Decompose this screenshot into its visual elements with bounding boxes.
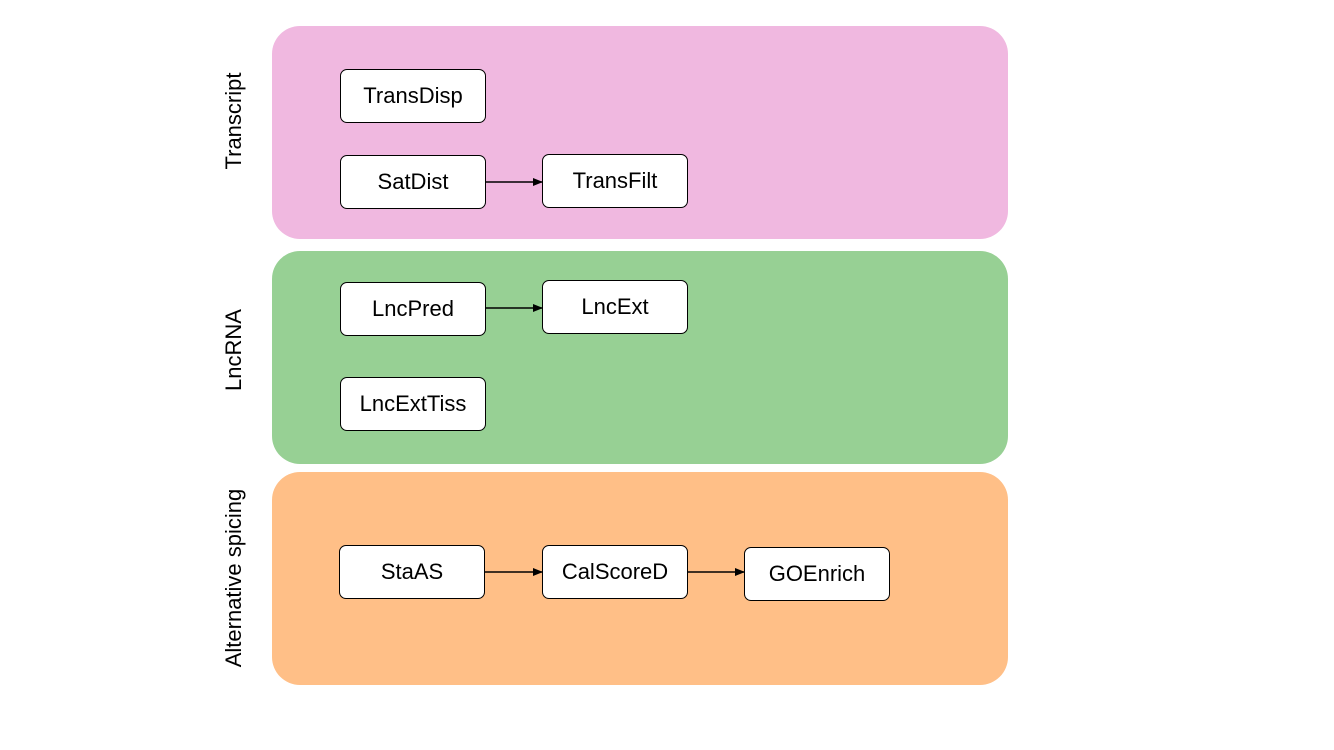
node-lncext: LncExt xyxy=(542,280,688,334)
node-staas: StaAS xyxy=(339,545,485,599)
node-calscored: CalScoreD xyxy=(542,545,688,599)
node-goenrich: GOEnrich xyxy=(744,547,890,601)
group-label-lncrna: LncRNA xyxy=(221,309,246,391)
group-label-alternative-splicing: Alternative spicing xyxy=(221,488,246,668)
node-satdist: SatDist xyxy=(340,155,486,209)
node-transdisp: TransDisp xyxy=(340,69,486,123)
node-transfilt: TransFilt xyxy=(542,154,688,208)
node-lncpred: LncPred xyxy=(340,282,486,336)
node-lncexttiss: LncExtTiss xyxy=(340,377,486,431)
group-label-transcript: Transcript xyxy=(221,72,246,170)
